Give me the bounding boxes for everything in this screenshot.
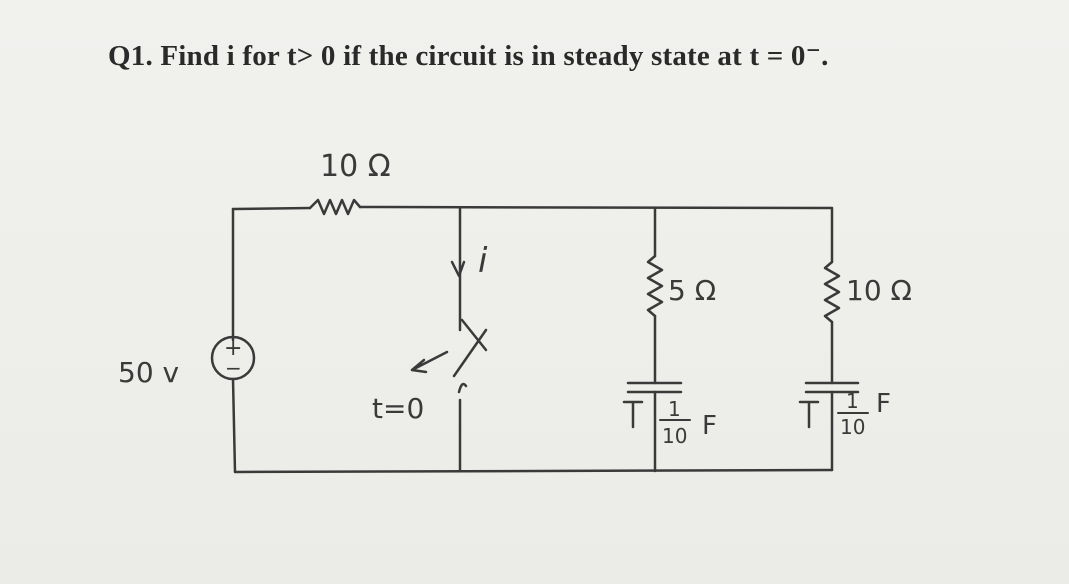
switch-time-label: t=0 [372,392,424,425]
series-resistor-label: 10 Ω [320,149,391,184]
series-resistor-zigzag [308,198,362,216]
right-cap-unit: F [876,389,891,419]
source-voltage-label: 50 v [118,356,179,389]
source-plus-sign: + [224,336,242,361]
switch-contact [457,382,468,394]
switch-arrow [410,350,449,374]
current-arrow [450,260,466,278]
left-wire-lower [231,377,237,474]
question-text: Q1. Find i for t> 0 if the circuit is in… [108,40,829,72]
top-wire-left [231,206,312,211]
switch-mark [452,318,488,378]
middle-cap-t [622,400,644,429]
middle-cap-unit: F [702,411,717,441]
middle-cap-numerator: 1 [668,397,681,421]
right-cap-denominator: 10 [840,415,865,439]
middle-resistor-zigzag [646,254,664,318]
right-resistor-zigzag [823,260,841,324]
current-label: i [478,241,488,281]
bottom-wire [233,468,834,474]
right-cap-t [798,400,820,429]
middle-cap-denominator: 10 [662,424,687,448]
right-cap-numerator: 1 [846,389,859,413]
middle-resistor-label: 5 Ω [668,274,716,307]
source-minus-sign: − [225,356,242,380]
right-resistor-label: 10 Ω [846,274,912,307]
top-wire-right [358,205,834,210]
